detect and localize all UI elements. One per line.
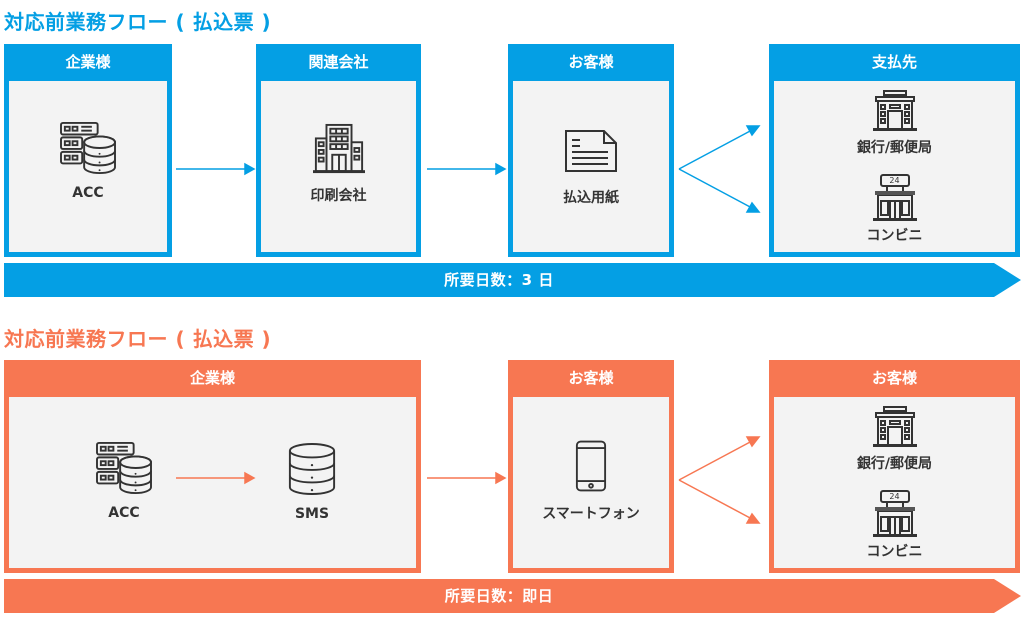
item-label: コンビニ xyxy=(866,228,923,244)
payee-box: 支払先 銀行/郵便局 24 コンビニ xyxy=(769,44,1020,257)
acc-item: ACC xyxy=(69,441,179,521)
company-box: 企業様 ACC xyxy=(4,44,172,257)
box-header: お客様 xyxy=(568,369,614,387)
sms-item: SMS xyxy=(257,442,367,522)
convenience-store-icon: 24 xyxy=(872,173,918,223)
customer-box: お客様 払込用紙 xyxy=(508,44,674,257)
box-header: 支払先 xyxy=(871,53,917,71)
box-header: 企業様 xyxy=(189,369,235,387)
box-header: 関連会社 xyxy=(308,53,369,71)
item-label: コンビニ xyxy=(866,544,923,560)
arrow-line xyxy=(678,440,753,481)
acc-item: ACC xyxy=(9,121,167,201)
box-header: お客様 xyxy=(568,53,614,71)
arrow-head xyxy=(745,512,761,524)
store-sign-text: 24 xyxy=(889,176,900,185)
item-label: ACC xyxy=(72,185,104,201)
duration-text: 所要日数：即日 xyxy=(444,587,554,605)
arrow-head xyxy=(244,471,256,485)
arrow-head xyxy=(745,201,761,213)
item-label: ACC xyxy=(108,505,140,521)
bank-item: 銀行/郵便局 xyxy=(774,405,1015,473)
convenience-store-item: 24 コンビニ xyxy=(774,173,1015,245)
duration-arrow-shape xyxy=(4,579,1021,613)
item-label: スマートフォン xyxy=(542,506,640,522)
flow-arrows xyxy=(176,125,761,213)
item-label: 銀行/郵便局 xyxy=(856,456,933,472)
flow-title: 対応前業務フロー ( 払込票 ) xyxy=(4,10,272,34)
box-header: 企業様 xyxy=(65,53,111,71)
printing-company-item: 印刷会社 xyxy=(261,123,416,205)
box-body: スマートフォン xyxy=(513,397,669,568)
company-box: 企業様 ACC SMS xyxy=(4,360,421,573)
box-body: 払込用紙 xyxy=(513,81,669,252)
arrow-head xyxy=(244,162,256,176)
flow-title: 対応前業務フロー ( 払込票 ) xyxy=(4,327,272,351)
payment-slip-item: 払込用紙 xyxy=(513,129,669,207)
box-body: ACC xyxy=(9,81,167,252)
customer-box: お客様 スマートフォン xyxy=(508,360,674,573)
arrow-head xyxy=(495,471,507,485)
arrow-line xyxy=(678,479,753,520)
bank-item: 銀行/郵便局 xyxy=(774,89,1015,157)
item-label: 銀行/郵便局 xyxy=(856,140,933,156)
box-body: ACC SMS xyxy=(9,397,416,568)
item-label: 印刷会社 xyxy=(310,188,367,204)
box-body: 印刷会社 xyxy=(261,81,416,252)
arrow-line xyxy=(678,168,753,209)
arrow-line xyxy=(678,129,753,170)
box-header: お客様 xyxy=(871,369,917,387)
arrow-head xyxy=(745,436,761,448)
affiliate-box: 関連会社 印刷会社 xyxy=(256,44,421,257)
item-label: SMS xyxy=(294,506,330,522)
convenience-store-item: 24 コンビニ xyxy=(774,489,1015,561)
duration-arrow-shape xyxy=(4,263,1021,297)
item-label: 払込用紙 xyxy=(563,190,619,206)
duration-text: 所要日数：3 日 xyxy=(444,271,554,289)
arrow-head xyxy=(495,162,507,176)
store-sign-text: 24 xyxy=(889,492,900,501)
customer-payee-box: お客様 銀行/郵便局 24 コンビニ xyxy=(769,360,1020,573)
arrow-head xyxy=(745,125,761,137)
box-body: 銀行/郵便局 24 コンビニ xyxy=(774,81,1015,252)
box-body: 銀行/郵便局 24 コンビニ xyxy=(774,397,1015,568)
smartphone-item: スマートフォン xyxy=(513,439,669,523)
convenience-store-icon: 24 xyxy=(872,489,918,539)
